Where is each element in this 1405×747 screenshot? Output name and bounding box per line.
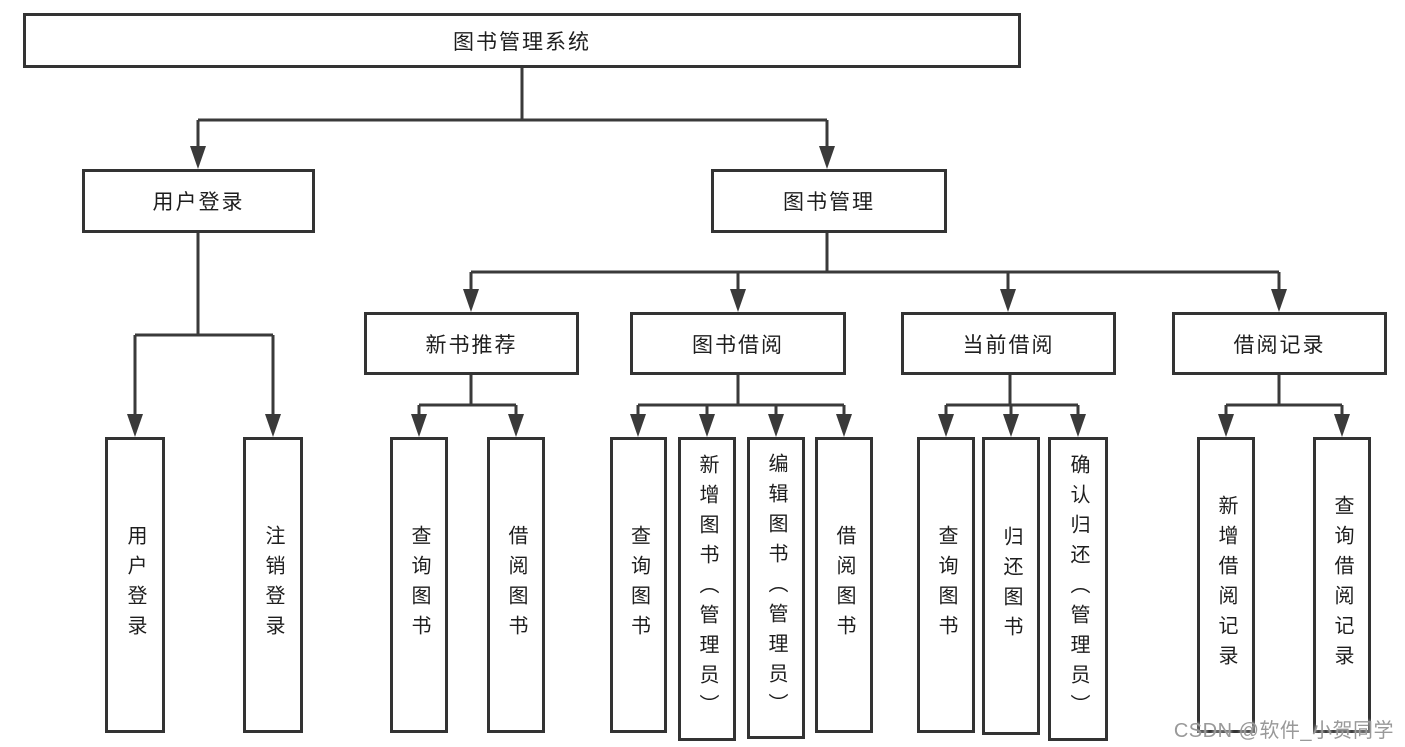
leaf-borrow-books-2: 借阅图书 [815,437,873,733]
watermark-text: CSDN @软件_小贺同学 [1173,720,1394,742]
leaf-return-books: 归还图书 [982,437,1040,735]
leaf-borrow-books-1: 借阅图书 [487,437,545,733]
connector-root-to-level2 [190,68,835,169]
leaf-edit-books-admin: 编辑图书（管理员） [747,437,805,739]
leaf-add-books-admin: 新增图书（管理员） [678,437,736,741]
leaf-user-login: 用户登录 [105,437,165,733]
connector-new-book-recommend-to-leaves [411,375,524,437]
node-new-book-recommend: 新书推荐 [364,312,579,375]
leaf-query-books-3: 查询图书 [917,437,975,733]
node-root: 图书管理系统 [23,13,1021,68]
node-current-borrow: 当前借阅 [901,312,1116,375]
leaf-add-borrow-record: 新增借阅记录 [1197,437,1255,733]
leaf-query-books-1: 查询图书 [390,437,448,733]
leaf-query-books-2: 查询图书 [610,437,667,733]
node-user-login: 用户登录 [82,169,315,233]
leaf-logout: 注销登录 [243,437,303,733]
leaf-query-borrow-record: 查询借阅记录 [1313,437,1371,733]
node-borrow-records: 借阅记录 [1172,312,1387,375]
connector-book-borrow-to-leaves [630,375,852,437]
connector-book-management-to-level3 [463,233,1287,312]
connector-user-login-to-leaves [127,233,281,437]
leaf-confirm-return-admin: 确认归还（管理员） [1048,437,1108,741]
node-book-borrow: 图书借阅 [630,312,846,375]
node-book-management: 图书管理 [711,169,947,233]
connector-borrow-records-to-leaves [1218,375,1350,437]
connector-current-borrow-to-leaves [938,375,1086,437]
